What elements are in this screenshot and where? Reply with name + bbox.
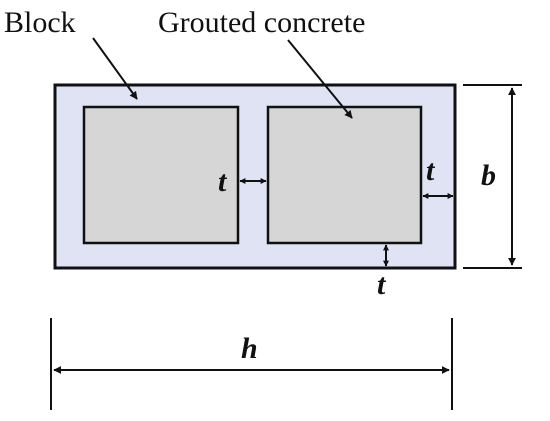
t-middle-label: t: [218, 165, 228, 198]
block-label: Block: [4, 6, 76, 39]
grout-core-right: [266, 105, 423, 245]
t-right-label: t: [426, 154, 436, 187]
t-bottom-label: t: [377, 268, 387, 301]
b-label: b: [481, 159, 496, 192]
block-leader-arrow: [92, 37, 138, 100]
grouted-concrete-label: Grouted concrete: [158, 6, 365, 39]
grout-core-left: [82, 105, 240, 245]
h-label: h: [241, 332, 258, 365]
grouted-leader-arrow: [287, 39, 353, 119]
